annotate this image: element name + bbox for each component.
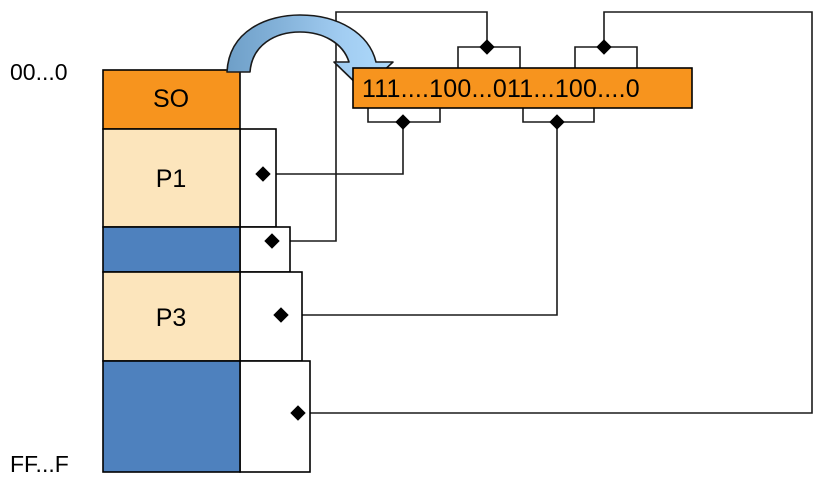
staircase-cell-p3 [239,271,303,362]
connector-p3-to-bitmap [281,122,558,316]
curved-arrow-icon [226,14,394,91]
junction-diamond-free2 [290,405,306,421]
junction-diamond-p1 [255,166,271,182]
junction-diamond-tap-top-left [479,39,495,55]
address-label-bottom: FF...F [10,451,69,477]
memory-block-p3-label: P3 [156,304,187,332]
memory-column [102,69,241,473]
junction-diamond-tap-bottom-left [395,114,411,130]
junction-diamond-tap-bottom-right [549,114,565,130]
memory-block-so-label: SO [153,85,189,113]
memory-block-free2 [102,360,241,473]
memory-block-p1-label: P1 [156,165,187,193]
junction-diamond-p3 [273,307,289,323]
address-label-top: 00...0 [10,59,68,85]
junction-markers [255,39,612,421]
staircase-cell-free1 [239,226,291,273]
bitmap-box [352,67,693,109]
bitmap-value: 111....100...011...100....0 [362,75,640,103]
junction-diamond-tap-top-right [596,39,612,55]
memory-block-p1 [102,128,241,228]
connector-free1-to-bitmap [272,11,488,242]
junction-diamond-free1 [264,233,280,249]
memory-block-p3 [102,271,241,362]
staircase-cell-p1 [239,128,277,228]
memory-block-free1 [102,226,241,273]
connector-free2-to-bitmap [298,11,813,414]
connector-p1-to-bitmap [263,122,404,175]
